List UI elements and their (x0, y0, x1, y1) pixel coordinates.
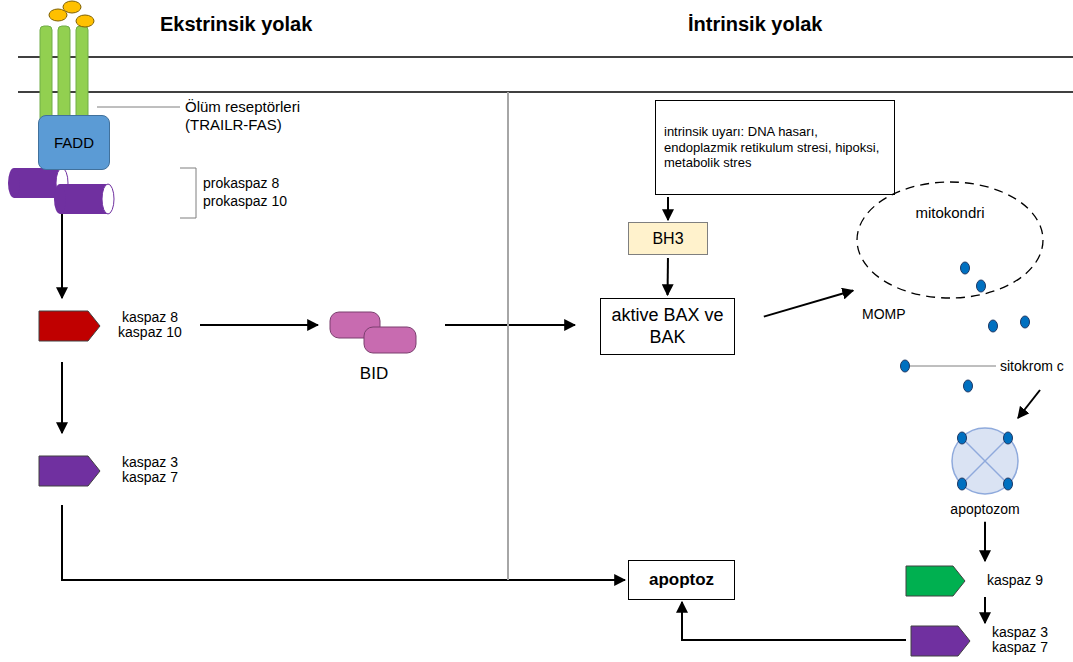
procaspase-label: prokaspaz 8 prokaspaz 10 (203, 174, 293, 210)
stimulus-box: intrinsik uyarı: DNA hasarı, endoplazmik… (655, 100, 895, 195)
bid-shape (328, 308, 420, 358)
pathway-arrow (667, 197, 669, 220)
release-arrow (1018, 390, 1040, 418)
cytochrome-dot (1004, 432, 1013, 444)
outcome-box: apoptoz (628, 560, 735, 600)
pathway-arrow (764, 291, 853, 317)
cytochrome-dot (958, 478, 967, 490)
caspase-shape (39, 311, 100, 341)
node-text: mitokondri (855, 204, 1045, 222)
bid-shape (364, 327, 416, 353)
node-text: kaspaz 3 kaspaz 7 (110, 455, 190, 485)
membrane-line (18, 56, 1073, 58)
node-text: kaspaz 3 kaspaz 7 (980, 625, 1060, 655)
adaptor-box: FADD (38, 115, 110, 170)
node-text: kaspaz 9 (975, 573, 1055, 588)
bracket (180, 168, 196, 218)
node-text: apoptozom (940, 501, 1030, 518)
caspase-shape (910, 625, 972, 657)
node-text: apoptoz (649, 570, 714, 590)
pathway-arrow (984, 597, 986, 623)
receptor-chain (76, 26, 88, 122)
mitochondrion-outline (855, 180, 1045, 300)
node-text: kaspaz 8 kaspaz 10 (110, 310, 190, 340)
procaspase-cylinder (102, 184, 114, 214)
node-text: FADD (54, 134, 94, 152)
cytochrome-dot (901, 360, 910, 372)
caspase-shape (906, 566, 965, 596)
node-text: BH3 (652, 229, 683, 248)
apoptosome-shape (962, 438, 1008, 484)
caspase-shape (38, 455, 102, 487)
membrane-line (18, 91, 1073, 93)
cytochrome-dot (989, 320, 998, 332)
cytochrome-dot (1021, 316, 1030, 328)
pathway-arrow (984, 522, 986, 561)
pathway-arrow (62, 505, 625, 580)
apoptosome-shape (952, 428, 1018, 494)
pathway-arrow (682, 602, 906, 640)
pathway-heading: Ekstrinsik yolak (160, 12, 312, 36)
caspase-shape (39, 456, 100, 486)
procaspase-cylinder (60, 184, 108, 214)
pathway-heading: İntrinsik yolak (688, 12, 823, 36)
pathway-arrow (445, 324, 575, 326)
cytochrome-dot (977, 280, 986, 292)
caspase-shape (38, 310, 102, 342)
mitochondrion: mitokondri (855, 180, 1045, 300)
bid-protein: BID (328, 308, 420, 390)
node-text: intrinsik uyarı: DNA hasarı, endoplazmik… (664, 124, 886, 171)
receptor-chain (40, 26, 52, 122)
caspase-arrow: kaspaz 8 kaspaz 10 (38, 310, 190, 340)
mitochondrion-outline (857, 182, 1043, 298)
ligand (63, 1, 81, 13)
pathway-arrow (200, 324, 318, 326)
process-box: aktive BAX ve BAK (600, 298, 735, 355)
apoptosome-shape (940, 423, 1030, 499)
receptor-label: Ölüm reseptörleri (TRAILR-FAS) (185, 98, 325, 134)
apoptosome: apoptozom (940, 423, 1030, 518)
apoptosome-shape (962, 438, 1008, 484)
leader-line (910, 366, 996, 367)
molecule-label: sitokrom c (1000, 358, 1064, 375)
pathway-arrow (667, 258, 669, 295)
procaspase-cylinder (54, 184, 66, 214)
caspase-shape (905, 565, 967, 597)
caspase-arrow: kaspaz 9 (905, 565, 1055, 595)
cytochrome-dot (1004, 478, 1013, 490)
ligand (76, 15, 94, 27)
cytochrome-dot (958, 432, 967, 444)
receptor-chain (58, 26, 70, 122)
caspase-shape (911, 626, 970, 656)
node-text: aktive BAX ve BAK (609, 305, 726, 348)
caspase-arrow: kaspaz 3 kaspaz 7 (38, 455, 190, 485)
divider-line (507, 92, 509, 580)
cytochrome-dot (961, 262, 970, 274)
pathway-arrow (61, 362, 63, 433)
node-text: BID (328, 364, 420, 384)
bh3-box: BH3 (628, 222, 708, 255)
process-label: MOMP (862, 306, 906, 323)
procaspase-cylinder (8, 168, 20, 198)
leader-line (97, 107, 180, 108)
caspase-arrow: kaspaz 3 kaspaz 7 (910, 625, 1060, 655)
cytochrome-dot (964, 380, 973, 392)
